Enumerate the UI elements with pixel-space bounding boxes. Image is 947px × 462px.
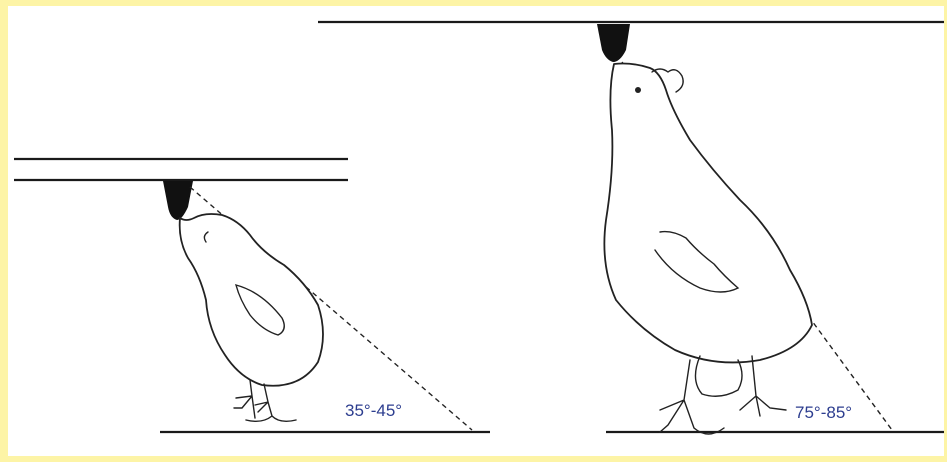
angle-label-hen: 75°-85° — [795, 403, 852, 422]
angle-guide-line-left — [189, 186, 473, 431]
hen-panel: 75°-85° — [318, 20, 944, 435]
chick-drawing — [178, 213, 324, 423]
hen-foot-right — [739, 355, 787, 417]
chick-foot-front — [245, 383, 297, 423]
hen-thigh — [694, 355, 743, 397]
nipple-drinker-right — [597, 24, 630, 62]
hen-wing — [654, 230, 740, 293]
chick-panel: 35°-45° — [14, 157, 490, 434]
chick-foot-back — [233, 379, 256, 419]
chick-eye — [203, 231, 209, 243]
hen-foot-left — [659, 359, 725, 435]
hen-comb — [651, 68, 684, 93]
nipple-drinker-left — [163, 181, 193, 220]
chick-wing — [235, 284, 285, 336]
hen-drawing — [603, 62, 813, 435]
diagram-background — [8, 6, 944, 456]
angle-label-chick: 35°-45° — [345, 401, 402, 420]
chick-body — [178, 213, 324, 387]
hen-eye — [635, 87, 641, 93]
hen-body — [603, 62, 813, 364]
